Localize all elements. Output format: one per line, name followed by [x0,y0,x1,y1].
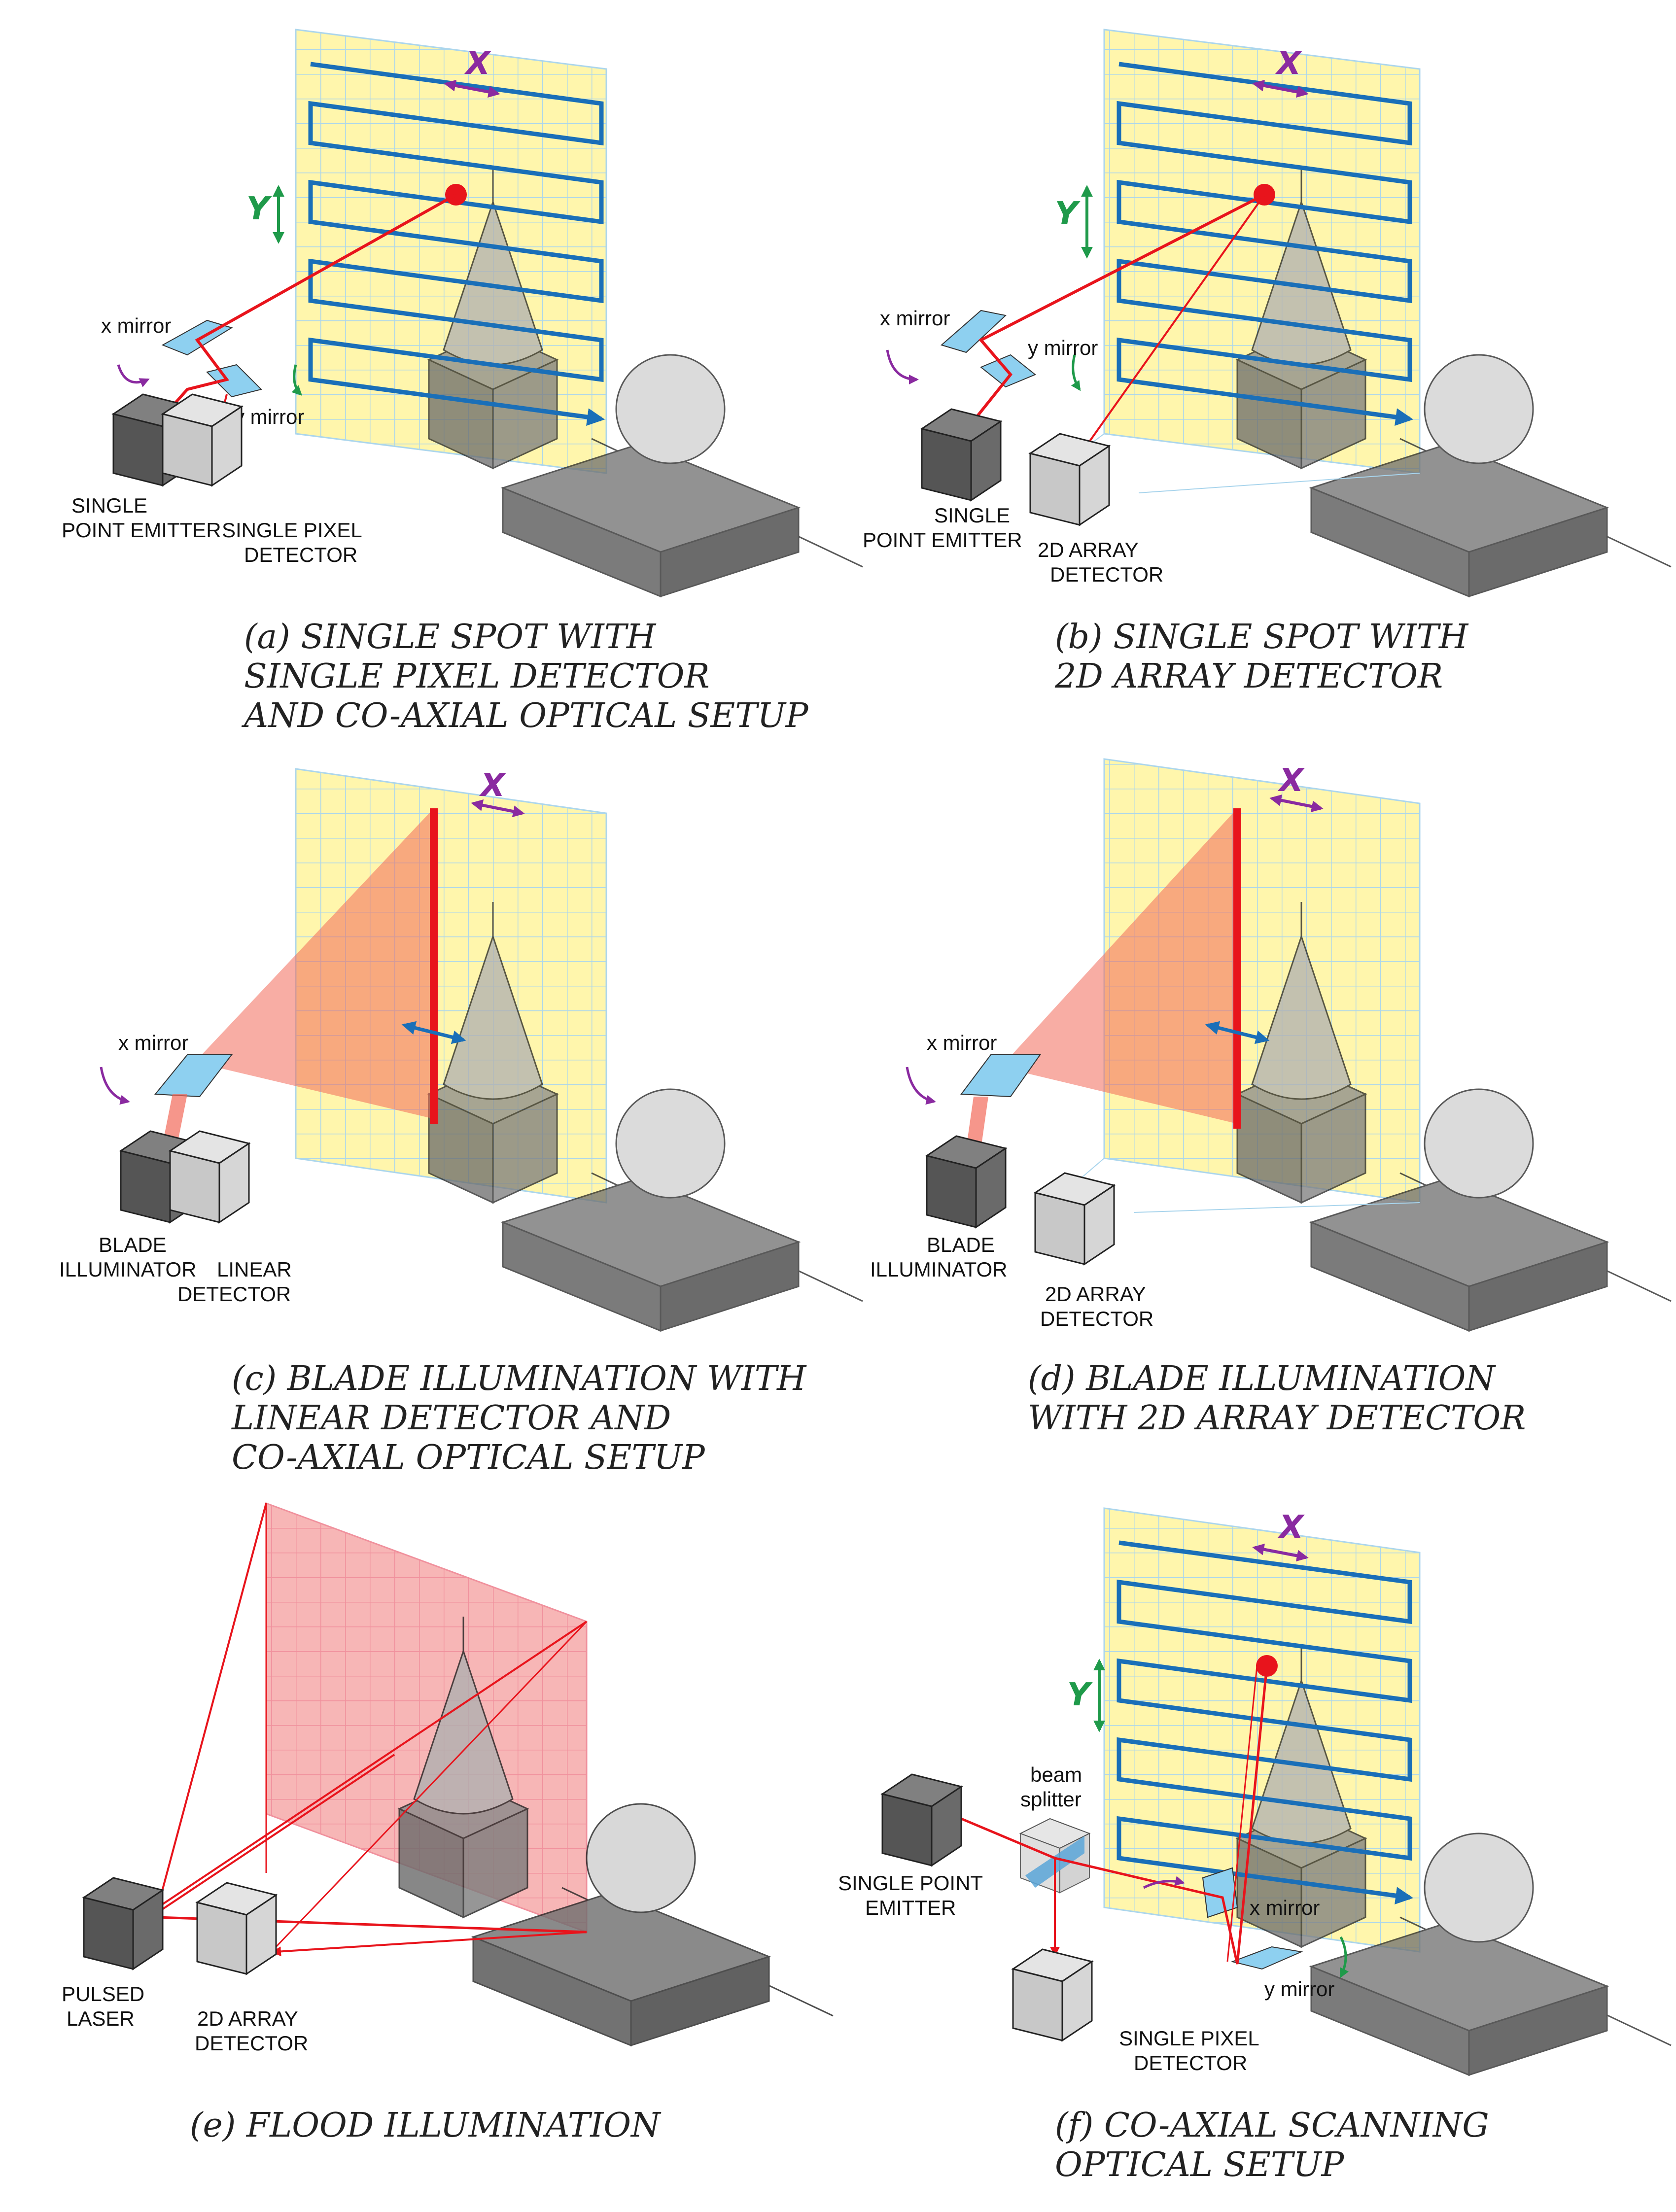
emitter-label-2: ILLUMINATOR [59,1258,197,1281]
x-axis-label: X [464,45,491,82]
detector-label: 2D ARRAY [197,2007,298,2030]
caption-a-line2: SINGLE PIXEL DETECTOR [244,657,710,696]
blade-fan-icon [195,808,434,1119]
emitter-label: SINGLE [934,504,1010,527]
caption-f-line1: (f) CO-AXIAL SCANNING [1055,2106,1489,2145]
splitter-label: beam [1030,1763,1082,1786]
y-mirror-icon [1230,1946,1303,1970]
detector-label: SINGLE PIXEL [222,518,362,542]
detector-label-2: DETECTOR [1050,563,1163,586]
detector-label-2: DETECTOR [177,1282,291,1306]
x-mirror-label: x mirror [1250,1896,1320,1919]
panel-d-diagram: X x mirror BLADE ILLUMINATOR 2D ARRAY DE… [870,758,1672,1332]
emitter-label-2: LASER [67,2007,135,2030]
emitter-label: BLADE [99,1233,167,1256]
panel-b-diagram: X Y x mirror y mirror SINGLE POINT EMITT… [863,29,1672,597]
emitter-label-2: ILLUMINATOR [870,1258,1008,1281]
y-mirror-icon [206,364,262,398]
x-mirror-icon [940,310,1007,353]
detector-label: 2D ARRAY [1045,1282,1146,1306]
x-mirror-icon [960,1054,1041,1098]
y-axis-label: Y [246,191,272,227]
x-mirror-label: x mirror [880,307,950,330]
emitter-box-icon [921,408,1002,501]
caption-f-line2: OPTICAL SETUP [1055,2145,1345,2184]
panel-e-diagram: PULSED LASER 2D ARRAY DETECTOR [62,1502,834,2055]
caption-b-line1: (b) SINGLE SPOT WITH [1055,618,1469,657]
detector-box-icon [1034,1172,1115,1265]
caption-b-line2: 2D ARRAY DETECTOR [1054,657,1443,696]
x-axis-label: X [1275,45,1302,82]
emitter-label-2: EMITTER [865,1896,956,1919]
y-mirror-label: y mirror [234,405,304,428]
emitter-label: SINGLE [71,494,147,517]
detector-box-icon [169,1130,250,1223]
emitter-box-icon [881,1773,962,1866]
laser-box-icon [83,1877,164,1970]
detector-box-icon [1012,1948,1093,2041]
emitter-label: PULSED [62,1982,144,2005]
detector-label: LINEAR [217,1258,292,1281]
y-axis-label: Y [1055,196,1081,232]
detector-label-2: DETECTOR [244,543,357,566]
caption-c-line2: LINEAR DETECTOR AND [231,1399,671,1438]
caption-d-line1: (d) BLADE ILLUMINATION [1028,1359,1496,1398]
detector-label-2: DETECTOR [1134,2051,1247,2074]
detector-label-2: DETECTOR [1040,1307,1153,1330]
x-mirror-icon [154,1054,233,1098]
panel-f-diagram: X Y x mirror y mirror beam splitter SING… [838,1507,1672,2076]
detector-label: 2D ARRAY [1038,538,1139,561]
detector-box-icon [162,393,243,486]
x-mirror-label: x mirror [101,314,171,337]
caption-e-line1: (e) FLOOD ILLUMINATION [190,2106,662,2145]
detector-label-2: DETECTOR [195,2032,308,2055]
x-axis-label: X [1277,762,1305,799]
detector-box-icon [196,1882,277,1975]
emitter-label-2: POINT EMITTER [62,518,221,542]
detector-box-icon [1029,433,1110,526]
emitter-box-icon [926,1135,1007,1228]
x-mirror-label: x mirror [118,1031,188,1054]
caption-d-line2: WITH 2D ARRAY DETECTOR [1028,1399,1526,1438]
blade-fan-icon [1001,808,1237,1124]
emitter-label: SINGLE POINT [838,1871,983,1895]
x-axis-label: X [479,767,506,804]
panel-a-diagram: X Y x mirror y mirror SINGLE POINT EMITT… [62,29,864,597]
detector-label: SINGLE PIXEL [1119,2027,1259,2050]
caption-a-line1: (a) SINGLE SPOT WITH [244,618,657,657]
emitter-label: BLADE [927,1233,995,1256]
x-mirror-icon [1202,1867,1238,1918]
caption-c-line1: (c) BLADE ILLUMINATION WITH [232,1359,807,1398]
x-mirror-label: x mirror [927,1031,997,1054]
y-mirror-label: y mirror [1028,336,1098,359]
y-axis-label: Y [1067,1677,1093,1713]
emitter-label-2: POINT EMITTER [863,528,1022,552]
caption-c-line3: CO-AXIAL OPTICAL SETUP [232,1438,705,1477]
panel-c-diagram: X x mirror BLADE ILLUMINATOR LINEAR DETE… [59,767,864,1332]
y-mirror-label: y mirror [1264,1977,1334,2001]
splitter-label-2: splitter [1020,1788,1082,1811]
x-axis-label: X [1277,1509,1305,1546]
caption-a-line3: AND CO-AXIAL OPTICAL SETUP [241,696,809,735]
